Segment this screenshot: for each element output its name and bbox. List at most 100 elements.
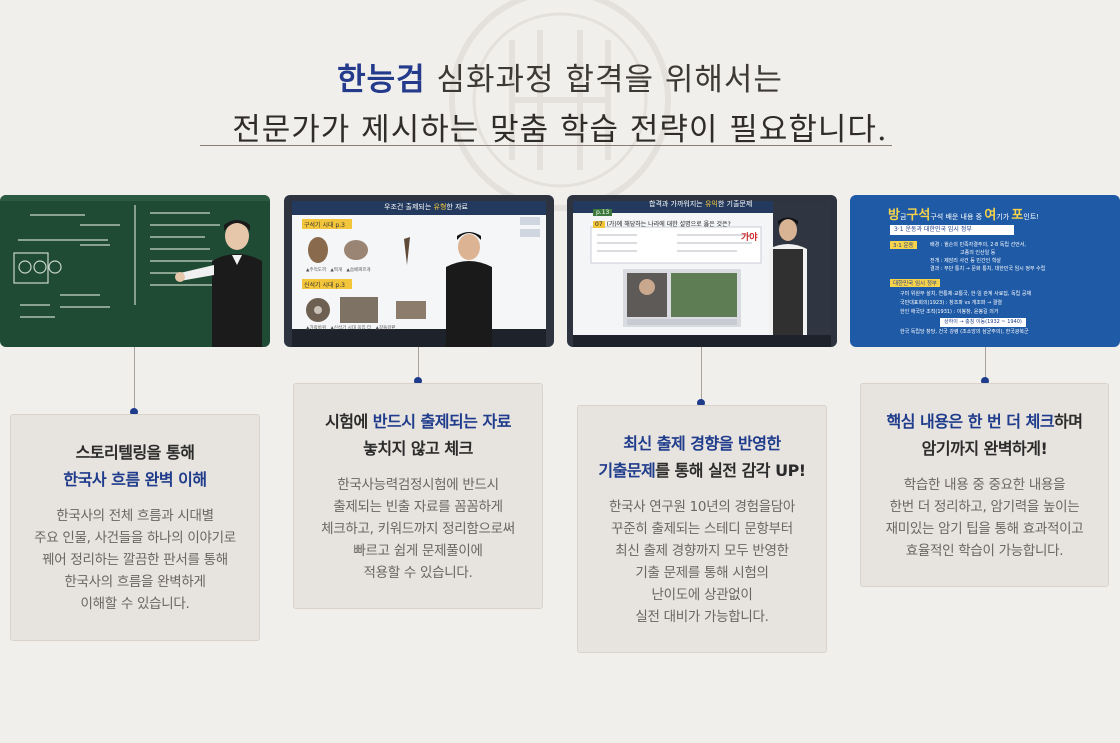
artifact-label: ▲슴베찌르개 (346, 268, 371, 273)
title-char: 방 (888, 208, 900, 223)
summary-row-1: 3·1 운동과 대한민국 임시 정부 (890, 225, 1014, 235)
card-body-line: 적용할 수 있습니다. (363, 565, 473, 581)
feature-card-key-materials: 시험에 반드시 출제되는 자료 놓치지 않고 체크 한국사능력검정시험에 반드시… (293, 383, 543, 609)
artifacts-slide-thumbnail-icon (284, 195, 554, 347)
title-char: 구석 (906, 208, 931, 223)
summary-tag-2: 대한민국 임시 정부 (890, 279, 940, 287)
feature-card-past-exams: 최신 출제 경향을 반영한 기출문제를 통해 실전 감각 UP! 한국사 연구원… (577, 405, 827, 653)
slide-title: 우조건 출제되는 유형한 자료 (384, 202, 468, 212)
page-tag: p.13 (593, 209, 613, 216)
headline-underline (200, 145, 892, 146)
card-title-highlight: 반드시 출제되는 자료 (372, 412, 512, 431)
headline-line-2: 전문가가 제시하는 맞춤 학습 전략이 필요합니다. (232, 112, 888, 148)
card-title-highlight: 최신 출제 경향을 반영한 (623, 434, 781, 453)
lecture-thumbnail-summary: 방금구석구석 배운 내용 중 여기가 포인트! 3·1 운동과 대한민국 임시 … (850, 195, 1120, 347)
summary-bullets-2: 구미 위원부 설치, 연통제·교통국, 한·일 관계 사료집, 독립 공채 국민… (900, 290, 1031, 337)
summary-bullet: 한국 독립당 창당, 건국 강령 (조소앙의 삼균주의), 한국광복군 (900, 329, 1029, 335)
card-body-line: 한국사의 흐름을 완벽하게 (64, 574, 206, 590)
card-body: 학습한 내용 중 중요한 내용을 한번 더 정리하고, 암기력을 높이는 재미있… (861, 474, 1108, 562)
card-body-line: 꾸준히 출제되는 스테디 문항부터 (611, 521, 793, 537)
card-title-post: 를 통해 실전 감각 UP! (655, 461, 806, 480)
artifact-label: ▲신석기 시대 움집 터 (330, 326, 372, 331)
slide-title-post: 한 자료 (446, 203, 468, 211)
summary-bullet: 구미 위원부 설치, 연통제·교통국, 한·일 관계 사료집, 독립 공채 (900, 291, 1032, 297)
card-body: 한국사 연구원 10년의 경험을담아 꾸준히 출제되는 스테디 문항부터 최신 … (578, 496, 826, 628)
card-body-line: 체크하고, 키워드까지 정리함으로써 (321, 521, 515, 537)
lecture-thumbnail-artifacts: 우조건 출제되는 유형한 자료 구석기 시대 p.3 신석기 시대 p.3 ▲주… (284, 195, 554, 347)
headline-line-1-rest: 심화과정 합격을 위해서는 (425, 62, 783, 98)
slide-title-post: 한 기출문제 (717, 200, 753, 208)
connector-line (985, 347, 986, 380)
card-title: 시험에 반드시 출제되는 자료 놓치지 않고 체크 (294, 408, 542, 462)
card-body-line: 한번 더 정리하고, 암기력을 높이는 (889, 499, 1080, 515)
card-body: 한국사능력검정시험에 반드시 출제되는 빈출 자료를 꼼꼼하게 체크하고, 키워… (294, 474, 542, 584)
card-title-post: 하며 (1054, 412, 1083, 431)
summary-bullet: 한인 애국단 조직(1931) : 이봉창, 윤봉길 의거 (900, 309, 999, 315)
connector-line (701, 347, 702, 402)
connector-dot (414, 377, 422, 385)
card-title-line-1: 스토리텔링을 통해 (75, 443, 195, 462)
connector-dot (981, 377, 989, 385)
exam-slide-thumbnail-icon (567, 195, 837, 347)
headline-line-1: 한능검 심화과정 합격을 위해서는 (0, 58, 1120, 102)
question-line: 07 (가)에 해당하는 나라에 대한 설명으로 옳은 것은? (593, 219, 731, 228)
card-title: 핵심 내용은 한 번 더 체크하며 암기까지 완벽하게! (861, 408, 1108, 462)
lecture-thumbnail-exam: 합격과 가까워지는 유익한 기출문제 p.13 07 (가)에 해당하는 나라에… (567, 195, 837, 347)
artifact-label: ▲갈돌갈판 (375, 326, 396, 331)
chalkboard-lecture-thumbnail-icon (0, 195, 270, 347)
artifact-label: ▲가락바퀴 (306, 326, 327, 331)
card-body-line: 이해할 수 있습니다. (80, 596, 190, 612)
headline-accent: 한능검 (337, 62, 426, 98)
card-body-line: 빠르고 쉽게 문제풀이에 (353, 543, 483, 559)
title-char: 여 (984, 208, 997, 223)
slide-title-pre: 우조건 출제되는 (384, 203, 434, 211)
era-tag-neolithic: 신석기 시대 p.3 (304, 282, 345, 289)
card-body-line: 한국사의 전체 흐름과 시대별 (56, 508, 214, 524)
connector-line (134, 347, 135, 412)
card-title-highlight: 한국사 흐름 완벽 이해 (63, 470, 207, 489)
feature-card-memorization: 핵심 내용은 한 번 더 체크하며 암기까지 완벽하게! 학습한 내용 중 중요… (860, 383, 1109, 587)
card-title-line-2: 놓치지 않고 체크 (363, 439, 473, 458)
title-char-small: 인트! (1023, 213, 1040, 221)
card-body-line: 재미있는 암기 팁을 통해 효과적이고 (885, 521, 1084, 537)
title-char-small: 구석 배운 내용 중 (930, 213, 985, 221)
labels-top: ▲주먹도끼 ▲찍개 ▲슴베찌르개 (306, 267, 371, 273)
card-body-line: 한국사 연구원 10년의 경험을담아 (608, 499, 796, 515)
artifact-label: ▲찍개 (330, 268, 343, 273)
summary-bullet: 결과 : 무단 통치 → 문화 통치, 대한민국 임시 정부 수립 (930, 266, 1046, 272)
labels-bottom: ▲가락바퀴 ▲신석기 시대 움집 터 ▲갈돌갈판 (306, 325, 396, 331)
connector-dot (130, 408, 138, 416)
slide-title-highlight: 유익 (704, 200, 718, 208)
summary-bullets-1: 배경 : 윌슨의 민족자결주의, 2·8 독립 선언서, 고종의 인산일 등 전… (930, 241, 1045, 273)
summary-timeline: 상하이 → 충칭 이동(1932 ~ 1940) (940, 318, 1026, 327)
question-text: (가)에 해당하는 나라에 대한 설명으로 옳은 것은? (606, 221, 731, 228)
card-body: 한국사의 전체 흐름과 시대별 주요 인물, 사건들을 하나의 이야기로 꿰어 … (11, 505, 259, 615)
card-body-line: 난이도에 상관없이 (651, 587, 753, 603)
emblem-watermark-icon (449, 0, 671, 211)
lecture-thumbnail-chalkboard (0, 195, 270, 347)
summary-bullet: 고종의 인산일 등 (960, 250, 996, 256)
card-body-line: 주요 인물, 사건들을 하나의 이야기로 (34, 530, 236, 546)
card-body-line: 한국사능력검정시험에 반드시 (337, 477, 499, 493)
slide-title-highlight: 유형 (433, 203, 447, 211)
artifact-label: ▲주먹도끼 (306, 268, 327, 273)
card-title-pre: 시험에 (325, 412, 373, 431)
card-body-line: 출제되는 빈출 자료를 꼼꼼하게 (333, 499, 503, 515)
summary-bullet: 전개 : 제암리 사건 등 민간인 학살 (930, 258, 1002, 264)
question-number: 07 (593, 221, 605, 228)
card-body-line: 꿰어 정리하는 깔끔한 판서를 통해 (42, 552, 228, 568)
connector-dot (697, 399, 705, 407)
title-char-small: 기가 (996, 213, 1012, 221)
card-title-highlight: 핵심 내용은 한 번 더 체크 (886, 412, 1055, 431)
card-body-line: 학습한 내용 중 중요한 내용을 (903, 477, 1066, 493)
title-char-small: 금 (899, 213, 907, 221)
card-title-line-2: 암기까지 완벽하게! (921, 439, 1048, 458)
card-body-line: 실전 대비가 가능합니다. (635, 609, 769, 625)
era-tag-paleolithic: 구석기 시대 p.3 (304, 222, 345, 229)
summary-bullet: 배경 : 윌슨의 민족자결주의, 2·8 독립 선언서, (930, 242, 1026, 248)
slide-title: 합격과 가까워지는 유익한 기출문제 (649, 199, 752, 209)
summary-title: 방금구석구석 배운 내용 중 여기가 포인트! (888, 204, 1039, 223)
card-body-line: 최신 출제 경향까지 모두 반영한 (615, 543, 789, 559)
title-char: 포 (1011, 208, 1024, 223)
headline: 한능검 심화과정 합격을 위해서는 전문가가 제시하는 맞춤 학습 전략이 필요… (0, 58, 1120, 152)
